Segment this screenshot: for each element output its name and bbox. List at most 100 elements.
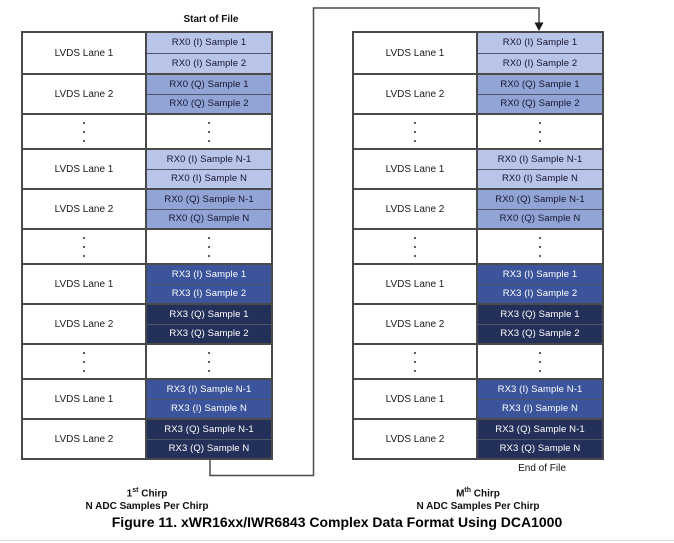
chirp1-footer-line2: N ADC Samples Per Chirp [85, 501, 209, 513]
sample-cell: RX3 (Q) Sample 2 [147, 324, 271, 343]
ellipsis-dot [414, 254, 416, 257]
sample-cell: RX0 (Q) Sample N-1 [147, 190, 271, 210]
chirpM-footer-label: Mth Chirp N ADC Samples Per Chirp [352, 484, 604, 513]
sample-cell: RX3 (I) Sample 1 [478, 265, 602, 285]
ellipsis-dot [539, 245, 541, 248]
ellipsis-dot [414, 351, 416, 354]
ellipsis-row [354, 113, 602, 148]
sample-cell: RX0 (I) Sample 2 [478, 53, 602, 73]
ellipsis-dot [208, 236, 210, 239]
ellipsis-dot [414, 121, 416, 124]
lvds-lane-cell: LVDS Lane 1 [354, 265, 478, 303]
ellipsis-dot [414, 369, 416, 372]
ellipsis-dot [83, 245, 85, 248]
lvds-lane-cell: LVDS Lane 1 [23, 265, 147, 303]
lvds-lane-cell: LVDS Lane 1 [354, 33, 478, 73]
sample-cell: RX0 (Q) Sample 1 [147, 75, 271, 95]
lvds-lane-cell: LVDS Lane 2 [23, 420, 147, 458]
page-bottom-rule [0, 540, 674, 541]
sample-cell: RX3 (Q) Sample N [478, 439, 602, 458]
lvds-lane-cell: LVDS Lane 2 [23, 190, 147, 228]
lvds-lane-cell: LVDS Lane 2 [354, 305, 478, 343]
ellipsis-dot [83, 121, 85, 124]
lvds-lane-cell: LVDS Lane 2 [354, 190, 478, 228]
ellipsis-row [354, 343, 602, 378]
ellipsis-dot [539, 369, 541, 372]
ellipsis-dot [208, 121, 210, 124]
lvds-lane-cell: LVDS Lane 1 [23, 150, 147, 188]
sample-cell: RX3 (I) Sample 2 [478, 284, 602, 303]
sample-cell: RX3 (Q) Sample N-1 [147, 420, 271, 440]
ellipsis-cell [23, 230, 147, 263]
ellipsis-row [354, 228, 602, 263]
ellipsis-dot [539, 236, 541, 239]
sample-cell: RX3 (I) Sample N-1 [147, 380, 271, 400]
sample-cell: RX3 (I) Sample N [478, 399, 602, 418]
sample-cell: RX0 (I) Sample N-1 [147, 150, 271, 170]
ellipsis-dot [414, 139, 416, 142]
chirp1-footer-label: 1st Chirp N ADC Samples Per Chirp [21, 484, 273, 513]
lvds-lane-cell: LVDS Lane 2 [23, 75, 147, 113]
sample-cell: RX0 (Q) Sample N [147, 209, 271, 228]
sample-cell: RX3 (Q) Sample N-1 [478, 420, 602, 440]
chirpM-footer-line2: N ADC Samples Per Chirp [416, 501, 540, 513]
ellipsis-cell [354, 230, 478, 263]
ellipsis-dot [83, 236, 85, 239]
sample-cell: RX3 (I) Sample 2 [147, 284, 271, 303]
sample-cell: RX3 (I) Sample N-1 [478, 380, 602, 400]
sample-cell: RX0 (Q) Sample N [478, 209, 602, 228]
sample-cell: RX3 (Q) Sample 2 [478, 324, 602, 343]
chirp1-footer-line1: 1st Chirp [126, 487, 168, 500]
sample-cell: RX3 (Q) Sample 1 [147, 305, 271, 325]
ellipsis-dot [208, 245, 210, 248]
ellipsis-dot [83, 360, 85, 363]
sample-cell: RX0 (I) Sample 1 [147, 33, 271, 54]
ellipsis-dot [83, 351, 85, 354]
sample-cell: RX0 (Q) Sample 1 [478, 75, 602, 95]
ellipsis-row [23, 113, 271, 148]
sample-cell: RX0 (I) Sample 1 [478, 33, 602, 54]
ellipsis-cell [478, 345, 602, 378]
sample-cell: RX0 (Q) Sample 2 [478, 94, 602, 113]
ellipsis-dot [414, 236, 416, 239]
figure-caption: Figure 11. xWR16xx/IWR6843 Complex Data … [111, 514, 563, 530]
ellipsis-row [23, 343, 271, 378]
sample-cell: RX0 (I) Sample N-1 [478, 150, 602, 170]
ellipsis-dot [208, 139, 210, 142]
sample-cell: RX3 (Q) Sample N [147, 439, 271, 458]
ellipsis-dot [83, 130, 85, 133]
ellipsis-dot [539, 139, 541, 142]
lvds-lane-cell: LVDS Lane 1 [354, 380, 478, 418]
ellipsis-cell [23, 115, 147, 148]
sample-cell: RX0 (Q) Sample 2 [147, 94, 271, 113]
sample-cell: RX0 (I) Sample N [478, 169, 602, 188]
ellipsis-cell [354, 115, 478, 148]
lvds-lane-cell: LVDS Lane 1 [23, 33, 147, 73]
sample-cell: RX0 (I) Sample N [147, 169, 271, 188]
ellipsis-cell [23, 345, 147, 378]
ellipsis-dot [208, 369, 210, 372]
ellipsis-dot [414, 130, 416, 133]
ellipsis-dot [83, 254, 85, 257]
